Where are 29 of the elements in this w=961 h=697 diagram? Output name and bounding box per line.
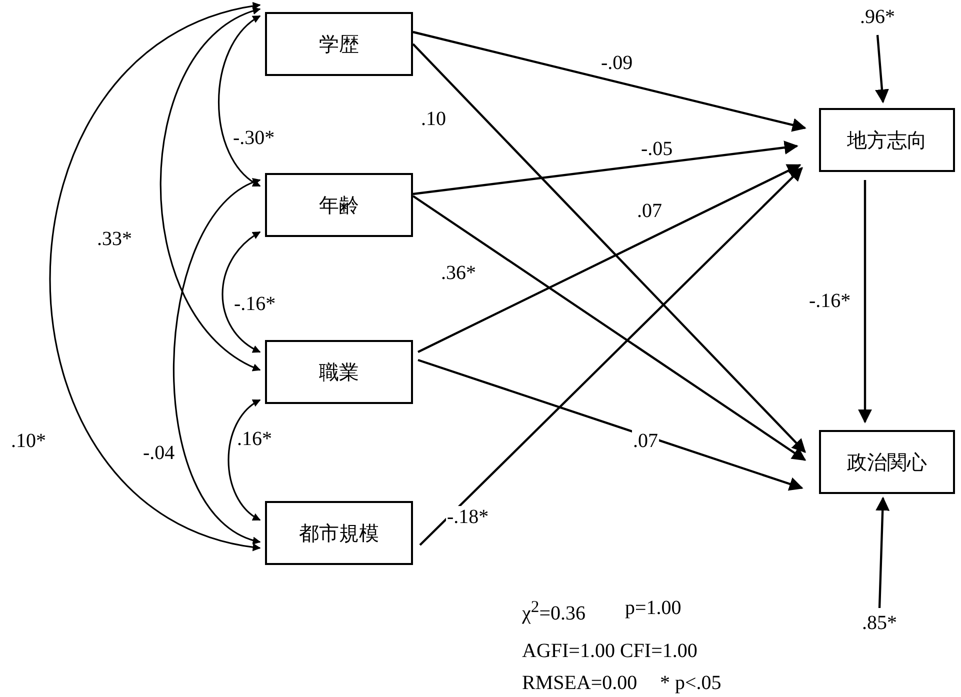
error-coefficient: .85* [862,612,897,635]
arrow [419,167,803,546]
arrow [412,43,806,453]
fit-statistic: RMSEA=0.00 [522,672,638,695]
double-headed-arrow [218,15,261,187]
double-headed-arrow [228,399,261,521]
arrow [412,140,798,196]
variable-box: 政治関心 [819,430,955,494]
fit-statistic: χ$^{2}$=0.36 [522,597,586,626]
variable-box: 年齢 [265,173,413,237]
variable-box: 職業 [265,340,413,404]
arrow [876,496,890,608]
arrow [875,34,889,104]
fit-statistic: * p<.05 [660,672,722,695]
error-coefficient: .96* [860,6,895,29]
variable-box: 都市規模 [265,501,413,565]
double-headed-arrow [222,231,261,353]
arrow [418,358,804,491]
variable-box: 地方志向 [819,108,955,172]
double-headed-arrow [160,8,261,371]
fit-statistic: AGFI=1.00 CFI=1.00 [522,640,698,663]
arrow [412,30,806,132]
variable-box: 学歴 [265,12,413,76]
fit-statistic: p=1.00 [625,597,682,620]
arrow [858,180,872,424]
double-headed-arrow [173,179,261,543]
arrow [412,195,806,461]
double-headed-arrow [49,3,261,550]
arrow [418,164,802,353]
